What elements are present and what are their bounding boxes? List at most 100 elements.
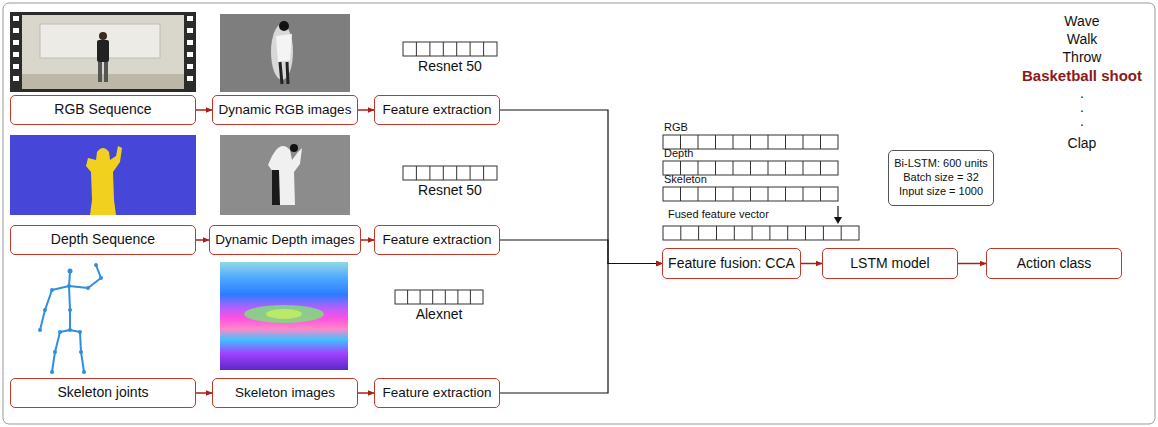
feature-vector-part — [681, 226, 841, 240]
feature-vector-part — [663, 226, 859, 240]
dynamic-depth-image — [220, 135, 350, 215]
vector-label: RGB — [664, 121, 688, 134]
rgb-photo-part — [22, 74, 184, 89]
arrow-connector — [358, 109, 374, 111]
skeleton-figure-part-part — [38, 328, 42, 332]
node-text: Feature extraction — [383, 102, 492, 119]
feature-vector-part — [403, 42, 497, 56]
rgb-photo-part-part — [187, 16, 193, 21]
feature-vector-part — [403, 166, 497, 180]
skeleton-figure-part — [88, 265, 101, 288]
rgb-photo-part-part — [13, 76, 19, 81]
depth-image — [10, 135, 196, 215]
rgb-photo-part-part — [13, 40, 19, 45]
parameter-box: Bi-LSTM: 600 unitsBatch size = 32Input s… — [888, 150, 994, 206]
feature-vector-part — [663, 161, 838, 175]
skeleton-figure-part — [80, 332, 84, 372]
rgb-photo-part — [98, 62, 102, 82]
rgb-photo-part-part — [13, 64, 19, 69]
skeleton-figure-part-part — [67, 284, 71, 288]
rgb-photo-part-part — [13, 28, 19, 33]
rgb-photo-part-part — [13, 16, 19, 21]
depth-image-part — [10, 135, 196, 215]
rgb-photo-part — [97, 40, 109, 62]
process-box: Feature extraction — [374, 378, 500, 408]
skeleton-figure-part-part — [68, 328, 72, 332]
skeleton-figure-part-part — [68, 269, 73, 274]
merge-connector — [500, 110, 662, 264]
arrow-connector — [196, 392, 212, 394]
model-box: LSTM model — [822, 248, 958, 279]
rgb-photo-part-part — [187, 52, 193, 57]
skeleton-figure-part — [69, 272, 70, 330]
feature-vector-part — [416, 166, 483, 180]
image-box: Dynamic RGB images — [212, 95, 358, 125]
model-label: Resnet 50 — [418, 58, 482, 75]
dynamic-depth-image-part — [268, 146, 302, 205]
vector-label: Fused feature vector — [668, 208, 769, 221]
skeleton-figure-part-part — [68, 308, 72, 312]
vector-label: Depth — [664, 147, 693, 160]
feature-vector — [395, 42, 859, 304]
class-label: Throw — [1063, 49, 1102, 66]
skeleton-figure-part — [40, 290, 52, 330]
dynamic-rgb-image-part — [279, 21, 289, 31]
fusion-box: Feature fusion: CCA — [662, 248, 801, 279]
dynamic-rgb-image-part — [276, 34, 292, 62]
output-box: Action class — [986, 248, 1122, 279]
skeleton-image-part — [220, 262, 348, 370]
rgb-photo-part — [99, 32, 107, 40]
down-arrow-part — [834, 217, 842, 224]
node-text: Input size = 1000 — [899, 185, 983, 199]
model-label: Resnet 50 — [418, 182, 482, 199]
node-text: LSTM model — [850, 255, 929, 273]
rgb-photo — [10, 12, 196, 92]
outer-frame — [3, 3, 1155, 424]
depth-image-part — [86, 146, 122, 215]
sequence-box: Skeleton joints — [10, 378, 196, 408]
node-text: RGB Sequence — [54, 101, 151, 119]
class-label: Basketball shoot — [1022, 67, 1142, 85]
skeleton-figure-part-part — [58, 330, 62, 334]
arrow-connector — [358, 392, 374, 394]
arrow-connector — [196, 239, 209, 241]
skeleton-image-part — [244, 305, 324, 323]
node-text: Skeleton images — [235, 385, 335, 402]
image-box: Skeleton images — [212, 378, 358, 408]
skeleton-image — [220, 262, 348, 370]
arrow-connector — [958, 263, 986, 265]
class-label: Clap — [1068, 135, 1097, 152]
rgb-photo-part-part — [187, 40, 193, 45]
class-label: Walk — [1067, 31, 1098, 48]
feature-vector-part — [395, 290, 483, 304]
skeleton-figure — [38, 263, 103, 374]
merge-connector — [500, 240, 662, 264]
feature-vector-part — [681, 161, 821, 175]
feature-vector-part — [416, 42, 483, 56]
node-text: Feature fusion: CCA — [668, 255, 795, 273]
vector-label: Skeleton — [664, 173, 707, 186]
skeleton-figure-part-part — [99, 276, 103, 280]
class-label: Wave — [1064, 13, 1099, 30]
skeleton-figure-part-part — [53, 350, 57, 354]
node-text: Dynamic RGB images — [219, 102, 352, 119]
model-label: Alexnet — [416, 306, 463, 323]
arrow-connector — [361, 239, 374, 241]
skeleton-figure-part-part — [94, 263, 98, 267]
sequence-box: Depth Sequence — [10, 225, 196, 255]
skeleton-figure-part-part — [79, 350, 83, 354]
feature-vector-part — [408, 290, 471, 304]
image-box: Dynamic Depth images — [209, 225, 361, 255]
dynamic-rgb-image-part — [220, 14, 350, 92]
dynamic-rgb-image — [220, 14, 350, 92]
feature-vector-part — [681, 135, 821, 149]
node-text: Dynamic Depth images — [215, 232, 355, 249]
dynamic-depth-image-part — [290, 144, 298, 152]
class-label: . — [1080, 113, 1084, 130]
node-text: Feature extraction — [383, 232, 492, 249]
rgb-photo-part — [10, 12, 196, 92]
arrow-connector — [801, 263, 822, 265]
feature-vector-part — [681, 187, 821, 201]
